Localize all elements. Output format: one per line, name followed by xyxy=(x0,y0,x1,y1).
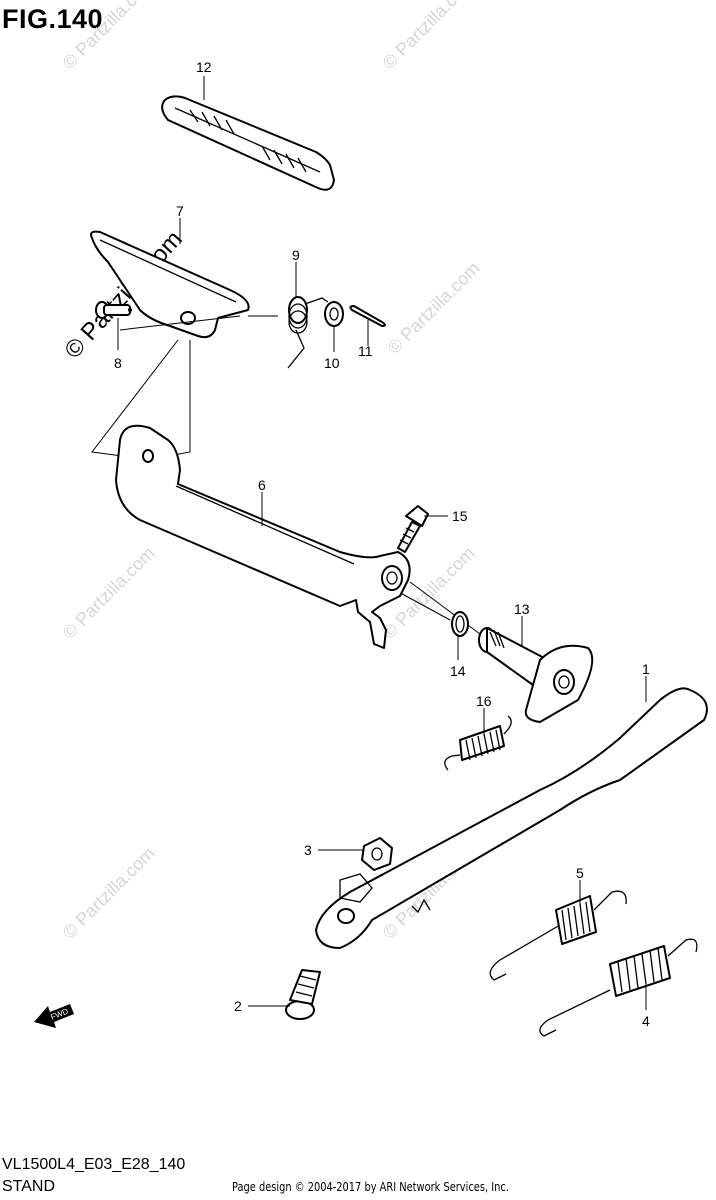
part-1-stand xyxy=(315,687,708,949)
callout-15: 15 xyxy=(452,508,468,524)
part-12-footrest-rubber xyxy=(161,95,335,191)
callout-13: 13 xyxy=(514,601,530,617)
callout-leaders xyxy=(117,76,647,1010)
callout-11: 11 xyxy=(358,343,373,359)
part-2-pivot-bolt xyxy=(285,969,321,1020)
callout-labels: 12 7 8 9 10 11 6 15 13 14 16 1 3 5 2 4 xyxy=(114,59,650,1029)
part-10-washer xyxy=(324,301,344,327)
callout-10: 10 xyxy=(324,355,340,371)
watermark-text: © Partzilla.com xyxy=(59,843,159,943)
part-4-spring xyxy=(539,938,698,1037)
copyright-credit: Page design © 2004-2017 by ARI Network S… xyxy=(232,1180,509,1194)
watermark-text: © Partzilla.com xyxy=(379,0,479,73)
part-6-bracket xyxy=(115,424,411,649)
part-3-nut xyxy=(361,837,393,871)
part-15-bolt xyxy=(397,505,429,553)
figure-title: FIG.140 xyxy=(2,4,104,34)
callout-2: 2 xyxy=(234,998,242,1014)
watermark-text: © Partzilla.com xyxy=(59,543,159,643)
model-code: VL1500L4_E03_E28_140 xyxy=(2,1156,186,1173)
part-5-spring xyxy=(489,890,627,981)
watermark-text: © Partzilla.com xyxy=(59,0,159,73)
part-7-footrest xyxy=(90,230,250,339)
callout-6: 6 xyxy=(258,477,266,493)
part-9-spring xyxy=(287,296,329,369)
section-name: STAND xyxy=(2,1178,56,1195)
callout-14: 14 xyxy=(450,663,466,679)
callout-5: 5 xyxy=(576,865,584,881)
watermark-text: © Partzilla.com xyxy=(384,258,484,358)
callout-1: 1 xyxy=(642,661,650,677)
part-14-oring xyxy=(451,611,469,637)
part-8-pin xyxy=(95,301,132,319)
callout-16: 16 xyxy=(476,693,492,709)
callout-3: 3 xyxy=(304,842,312,858)
callout-8: 8 xyxy=(114,355,122,371)
fwd-arrow-icon: FWD xyxy=(34,1004,74,1028)
part-16-spring xyxy=(444,715,512,771)
callout-4: 4 xyxy=(642,1013,650,1029)
part-11-cotter-pin xyxy=(349,305,386,327)
callout-7: 7 xyxy=(176,203,184,219)
part-13-shaft xyxy=(478,627,594,723)
callout-9: 9 xyxy=(292,247,300,263)
callout-12: 12 xyxy=(196,59,212,75)
